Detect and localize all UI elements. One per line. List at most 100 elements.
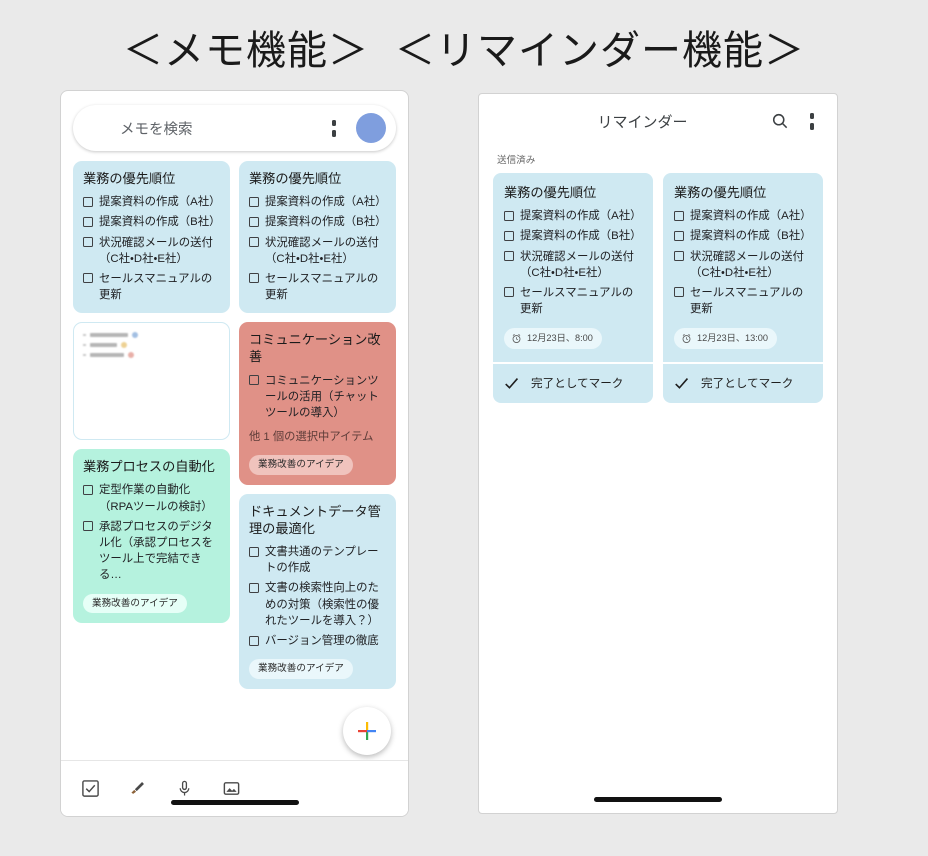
checklist-item[interactable]: 提案資料の作成（A社） — [83, 194, 221, 210]
checklist-item[interactable]: セールスマニュアルの更新 — [674, 285, 812, 317]
checkbox-icon[interactable] — [674, 230, 684, 241]
reminder-cards: 業務の優先順位 提案資料の作成（A社） 提案資料の作成（B社） 状況確認メ — [479, 173, 837, 403]
account-avatar[interactable] — [356, 113, 386, 143]
checklist-text: コミュニケーションツールの活用（チャットツールの導入） — [265, 374, 379, 419]
reminder-time-text: 12月23日、13:00 — [697, 333, 768, 344]
grid-view-icon[interactable] — [325, 119, 343, 137]
blurred-line — [83, 352, 220, 359]
checkbox-icon[interactable] — [83, 521, 93, 532]
note-label-chip[interactable]: 業務改善のアイデア — [249, 455, 353, 475]
checklist-item[interactable]: バージョン管理の徹底 — [249, 633, 386, 649]
note-checklist: 文書共通のテンプレートの作成 文書の検索性向上のための対策（検索性の優れたツール… — [249, 544, 386, 649]
checklist-item[interactable]: 承認プロセスのデジタル化（承認プロセスをツール上で完結できる… — [83, 519, 220, 584]
reminder-time-text: 12月23日、8:00 — [527, 333, 593, 344]
checkbox-icon[interactable] — [249, 546, 259, 557]
reminder-checklist: 提案資料の作成（A社） 提案資料の作成（B社） 状況確認メールの送付（C社・D社… — [674, 208, 812, 317]
note-card[interactable]: ドキュメントデータ管理の最適化 文書共通のテンプレートの作成 文書の検索性向上の… — [239, 493, 396, 689]
note-card-blank[interactable] — [73, 322, 230, 441]
notes-masonry: 業務の優先順位 提案資料の作成（A社） 提案資料の作成（B社） — [73, 161, 396, 689]
note-card[interactable]: 業務の優先順位 提案資料の作成（A社） 提案資料の作成（B社） — [239, 161, 396, 314]
notes-column-right: 業務の優先順位 提案資料の作成（A社） 提案資料の作成（B社） — [239, 161, 396, 689]
checkbox-icon[interactable] — [83, 484, 93, 495]
search-icon[interactable] — [771, 112, 789, 130]
checklist-item[interactable]: 提案資料の作成（B社） — [504, 228, 642, 244]
checkbox-icon[interactable] — [249, 635, 259, 646]
checkbox-icon[interactable] — [674, 251, 684, 262]
checklist-item[interactable]: 状況確認メールの送付（C社・D社・E社） — [674, 249, 812, 281]
note-title: 業務の優先順位 — [83, 171, 176, 186]
section-label: 送信済み — [497, 155, 536, 166]
checkbox-icon[interactable] — [674, 210, 684, 221]
checkbox-icon[interactable] — [249, 273, 259, 284]
note-label-chip[interactable]: 業務改善のアイデア — [249, 659, 353, 679]
checklist-item[interactable]: セールスマニュアルの更新 — [249, 271, 386, 303]
checklist-item[interactable]: 提案資料の作成（B社） — [83, 214, 221, 230]
checkbox-icon[interactable] — [504, 210, 514, 221]
note-label-chip[interactable]: 業務改善のアイデア — [83, 593, 187, 614]
note-card[interactable]: 業務プロセスの自動化 定型作業の自動化（RPAツールの検討） 承認プロセスのデジ… — [73, 449, 230, 624]
mark-complete-button[interactable]: 完了としてマーク — [493, 361, 653, 403]
blurred-line — [83, 342, 220, 349]
checkbox-icon[interactable] — [674, 287, 684, 298]
checklist-text: セールスマニュアルの更新 — [99, 272, 213, 302]
reminder-card[interactable]: 業務の優先順位 提案資料の作成（A社） 提案資料の作成（B社） 状況確認メ — [493, 173, 653, 403]
checklist-item[interactable]: 状況確認メールの送付（C社・D社・E社） — [504, 249, 642, 281]
mark-complete-button[interactable]: 完了としてマーク — [663, 361, 823, 403]
checkbox-icon[interactable] — [83, 273, 93, 284]
captions: ＜メモ機能＞ ＜リマインダー機能＞ — [0, 18, 928, 76]
checkbox-icon[interactable] — [81, 779, 100, 798]
checkbox-icon[interactable] — [249, 237, 259, 248]
checkbox-icon[interactable] — [249, 196, 259, 207]
notes-column-left: 業務の優先順位 提案資料の作成（A社） 提案資料の作成（B社） — [73, 161, 230, 624]
note-title: 業務の優先順位 — [249, 171, 342, 186]
reminder-time-chip[interactable]: 12月23日、8:00 — [504, 328, 602, 350]
checklist-item[interactable]: セールスマニュアルの更新 — [504, 285, 642, 317]
checkbox-icon[interactable] — [249, 216, 259, 227]
grid-view-icon[interactable] — [803, 112, 821, 130]
checkbox-icon[interactable] — [504, 230, 514, 241]
checkbox-icon[interactable] — [83, 237, 93, 248]
search-input[interactable]: メモを検索 — [120, 121, 193, 138]
checkbox-icon[interactable] — [504, 287, 514, 298]
checklist-item[interactable]: 状況確認メールの送付（C社・D社・E社） — [249, 235, 386, 267]
checklist-item[interactable]: 提案資料の作成（A社） — [249, 194, 387, 210]
hamburger-icon[interactable] — [495, 114, 514, 128]
reminder-title: 業務の優先順位 — [674, 185, 767, 200]
note-card[interactable]: 業務の優先順位 提案資料の作成（A社） 提案資料の作成（B社） — [73, 161, 230, 314]
memo-phone-frame: メモを検索 業務の優先順位 提案資料の作成（A社） — [60, 90, 409, 817]
checkbox-icon[interactable] — [504, 251, 514, 262]
checklist-item[interactable]: コミュニケーションツールの活用（チャットツールの導入） — [249, 373, 386, 422]
reminder-time-chip[interactable]: 12月23日、13:00 — [674, 328, 777, 350]
note-title: ドキュメントデータ管理の最適化 — [249, 503, 381, 536]
checklist-item[interactable]: 文書の検索性向上のための対策（検索性の優れたツールを導入？） — [249, 580, 386, 629]
checklist-text: 提案資料の作成（A社） — [265, 196, 387, 209]
mark-complete-label: 完了としてマーク — [701, 377, 794, 390]
checklist-text: 文書の検索性向上のための対策（検索性の優れたツールを導入？） — [265, 582, 379, 627]
memo-search-bar[interactable]: メモを検索 — [73, 105, 396, 151]
note-card[interactable]: コミュニケーション改善 コミュニケーションツールの活用（チャットツールの導入） … — [239, 322, 396, 485]
alarm-clock-icon — [682, 334, 691, 344]
brush-icon[interactable] — [128, 779, 147, 798]
checklist-item[interactable]: 状況確認メールの送付（C社・D社・E社） — [83, 235, 220, 267]
checklist-item[interactable]: 文書共通のテンプレートの作成 — [249, 544, 386, 576]
checklist-item[interactable]: 提案資料の作成（B社） — [674, 228, 812, 244]
create-note-fab[interactable] — [343, 707, 391, 755]
checklist-item[interactable]: セールスマニュアルの更新 — [83, 271, 220, 303]
checklist-item[interactable]: 提案資料の作成（A社） — [674, 208, 812, 224]
note-title: 業務プロセスの自動化 — [83, 459, 215, 475]
checkbox-icon[interactable] — [249, 582, 259, 593]
memo-bottom-toolbar — [61, 760, 408, 816]
checklist-item[interactable]: 提案資料の作成（B社） — [249, 214, 387, 230]
microphone-icon[interactable] — [175, 779, 194, 798]
reminder-checklist: 提案資料の作成（A社） 提案資料の作成（B社） 状況確認メールの送付（C社・D社… — [504, 208, 642, 317]
hamburger-icon[interactable] — [87, 121, 106, 135]
checkbox-icon[interactable] — [249, 375, 259, 386]
reminder-card[interactable]: 業務の優先順位 提案資料の作成（A社） 提案資料の作成（B社） 状況確認メ — [663, 173, 823, 403]
checklist-item[interactable]: 定型作業の自動化（RPAツールの検討） — [83, 482, 220, 514]
checkbox-icon[interactable] — [83, 216, 93, 227]
reminder-title: 業務の優先順位 — [504, 185, 597, 200]
checklist-item[interactable]: 提案資料の作成（A社） — [504, 208, 642, 224]
image-icon[interactable] — [222, 779, 241, 798]
reminder-phone-frame: リマインダー 送信済み 業務の優先順位 提案資料の作成（A社） — [478, 93, 838, 814]
checkbox-icon[interactable] — [83, 196, 93, 207]
